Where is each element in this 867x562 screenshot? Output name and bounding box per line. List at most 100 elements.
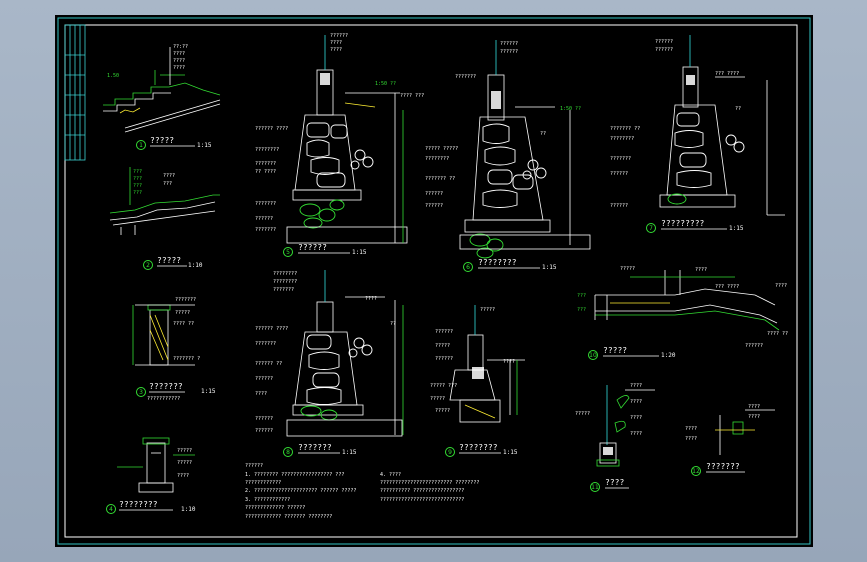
detail-9-title: ????????	[459, 443, 498, 452]
svg-text:????: ????	[503, 359, 515, 365]
detail-4-scale: 1:10	[181, 506, 196, 513]
svg-text:????????: ????????	[273, 271, 297, 277]
detail-1-marker	[136, 140, 146, 150]
svg-text:??????: ??????	[425, 203, 443, 209]
svg-text:??:??: ??:??	[173, 44, 188, 50]
svg-text:????: ????	[630, 415, 642, 421]
svg-text:????????????? ??????: ????????????? ??????	[245, 505, 305, 511]
svg-text:????: ????	[330, 47, 342, 53]
detail-10-scale: 1:20	[661, 352, 676, 359]
detail-1-steps: ??:?? ???? ???? ???? 1.50 1 ????? 1:15	[103, 44, 221, 150]
svg-text:??????? ??: ??????? ??	[610, 126, 640, 132]
svg-text:??????: ??????	[245, 463, 263, 469]
svg-text:???: ???	[577, 307, 586, 313]
svg-text:???????????: ???????????	[147, 396, 180, 402]
svg-text:???: ???	[577, 293, 586, 299]
svg-text:??? ????: ??? ????	[715, 284, 739, 290]
detail-5-scale: 1:15	[352, 249, 367, 256]
detail-2-curb: ??? ??? ??? ??? ???? ??? 2 ????? 1:10	[109, 167, 220, 270]
svg-text:????: ????	[173, 65, 185, 71]
svg-text:??????: ??????	[745, 343, 763, 349]
detail-4-title: ????????	[119, 500, 158, 509]
svg-text:??????? ?: ??????? ?	[173, 356, 200, 362]
detail-8-title: ???????	[298, 443, 332, 452]
svg-text:????: ????	[365, 296, 377, 302]
detail-7-retaining-wall: ?????? ?????? ??? ???? ??????? ?? ??????…	[610, 35, 785, 233]
detail-8-retaining-wall: ???????? ???????? ??????? ?????? ???? ??…	[255, 270, 404, 457]
svg-text:???? ??: ???? ??	[767, 331, 788, 337]
svg-text:11: 11	[591, 484, 599, 491]
svg-text:???? ??: ???? ??	[173, 321, 194, 327]
svg-text:??: ??	[390, 321, 396, 327]
svg-text:????????????????????????????: ????????????????????????????	[380, 497, 464, 503]
svg-text:????????: ????????	[255, 147, 279, 153]
svg-text:??????: ??????	[435, 329, 453, 335]
cad-viewport[interactable]: ??:?? ???? ???? ???? 1.50 1 ????? 1:15 ?…	[55, 15, 813, 547]
detail-1-scale: 1:15	[197, 142, 212, 149]
detail-8-scale: 1:15	[342, 449, 357, 456]
detail-11-title: ????	[605, 478, 624, 487]
svg-text:???????????????????????? ????: ???????????????????????? ????????	[380, 480, 479, 486]
svg-text:???????????? ??????? ????????: ???????????? ??????? ????????	[245, 514, 332, 520]
svg-text:??????: ??????	[255, 428, 273, 434]
svg-text:6: 6	[466, 264, 470, 271]
detail-10-title: ?????	[603, 346, 627, 355]
svg-text:???????: ???????	[255, 161, 276, 167]
svg-text:??????: ??????	[255, 216, 273, 222]
svg-text:???????: ???????	[255, 201, 276, 207]
svg-text:????: ????	[775, 283, 787, 289]
svg-text:????: ????	[748, 414, 760, 420]
svg-text:????????: ????????	[425, 156, 449, 162]
svg-text:12: 12	[692, 468, 700, 475]
svg-text:7: 7	[649, 225, 653, 232]
svg-text:??????: ??????	[435, 356, 453, 362]
svg-text:??????: ??????	[655, 47, 673, 53]
svg-text:1:50 ??: 1:50 ??	[560, 106, 581, 112]
detail-5-retaining-wall: ?????? ???? ???? ?????? ???? ???????? ??…	[255, 33, 424, 257]
svg-text:?????: ?????	[480, 307, 495, 313]
svg-text:????: ????	[630, 431, 642, 437]
svg-text:????: ????	[695, 267, 707, 273]
svg-text:2: 2	[146, 262, 150, 269]
svg-text:1: 1	[139, 142, 143, 149]
svg-text:??? ????: ??? ????	[715, 71, 739, 77]
svg-text:???????: ???????	[175, 297, 196, 303]
svg-text:8: 8	[286, 449, 290, 456]
svg-text:?????: ?????	[430, 396, 445, 402]
svg-text:10: 10	[589, 352, 597, 359]
svg-text:??????: ??????	[610, 171, 628, 177]
svg-text:3. ????????????: 3. ????????????	[245, 497, 290, 503]
svg-text:??????: ??????	[610, 203, 628, 209]
svg-text:?????: ?????	[620, 266, 635, 272]
svg-text:??????? ??: ??????? ??	[425, 176, 455, 182]
svg-text:??????: ??????	[425, 191, 443, 197]
svg-text:?????? ????: ?????? ????	[255, 326, 288, 332]
svg-text:4. ????: 4. ????	[380, 472, 401, 478]
svg-text:?????: ?????	[177, 448, 192, 454]
svg-text:?????: ?????	[177, 460, 192, 466]
detail-12-title: ???????	[706, 462, 740, 471]
svg-text:????: ????	[630, 383, 642, 389]
svg-text:???: ???	[133, 190, 142, 196]
detail-1-title: ?????	[150, 136, 174, 145]
svg-text:??????: ??????	[255, 416, 273, 422]
svg-text:?????: ?????	[435, 408, 450, 414]
svg-text:???????: ???????	[255, 341, 276, 347]
detail-7-title: ?????????	[661, 219, 705, 228]
svg-text:?????: ?????	[435, 343, 450, 349]
svg-text:??: ??	[735, 106, 741, 112]
detail-4-post: ????? ????? ???? 4 ???????? 1:10	[106, 437, 196, 514]
svg-text:????: ????	[630, 399, 642, 405]
svg-text:??????: ??????	[330, 33, 348, 39]
svg-text:????????: ????????	[610, 136, 634, 142]
svg-text:1. ???????? ?????????????????: 1. ???????? ????????????????? ???	[245, 472, 344, 478]
svg-text:?????????? ?????????????????: ?????????? ?????????????????	[380, 488, 464, 494]
svg-text:??????: ??????	[255, 376, 273, 382]
svg-text:??: ??	[540, 131, 546, 137]
title-strip	[64, 24, 86, 161]
general-notes: ?????? 1. ???????? ????????????????? ???…	[245, 463, 479, 520]
svg-text:????: ????	[685, 426, 697, 432]
svg-text:???????: ???????	[273, 287, 294, 293]
svg-text:????????????: ????????????	[245, 480, 281, 486]
svg-text:???????: ???????	[610, 156, 631, 162]
